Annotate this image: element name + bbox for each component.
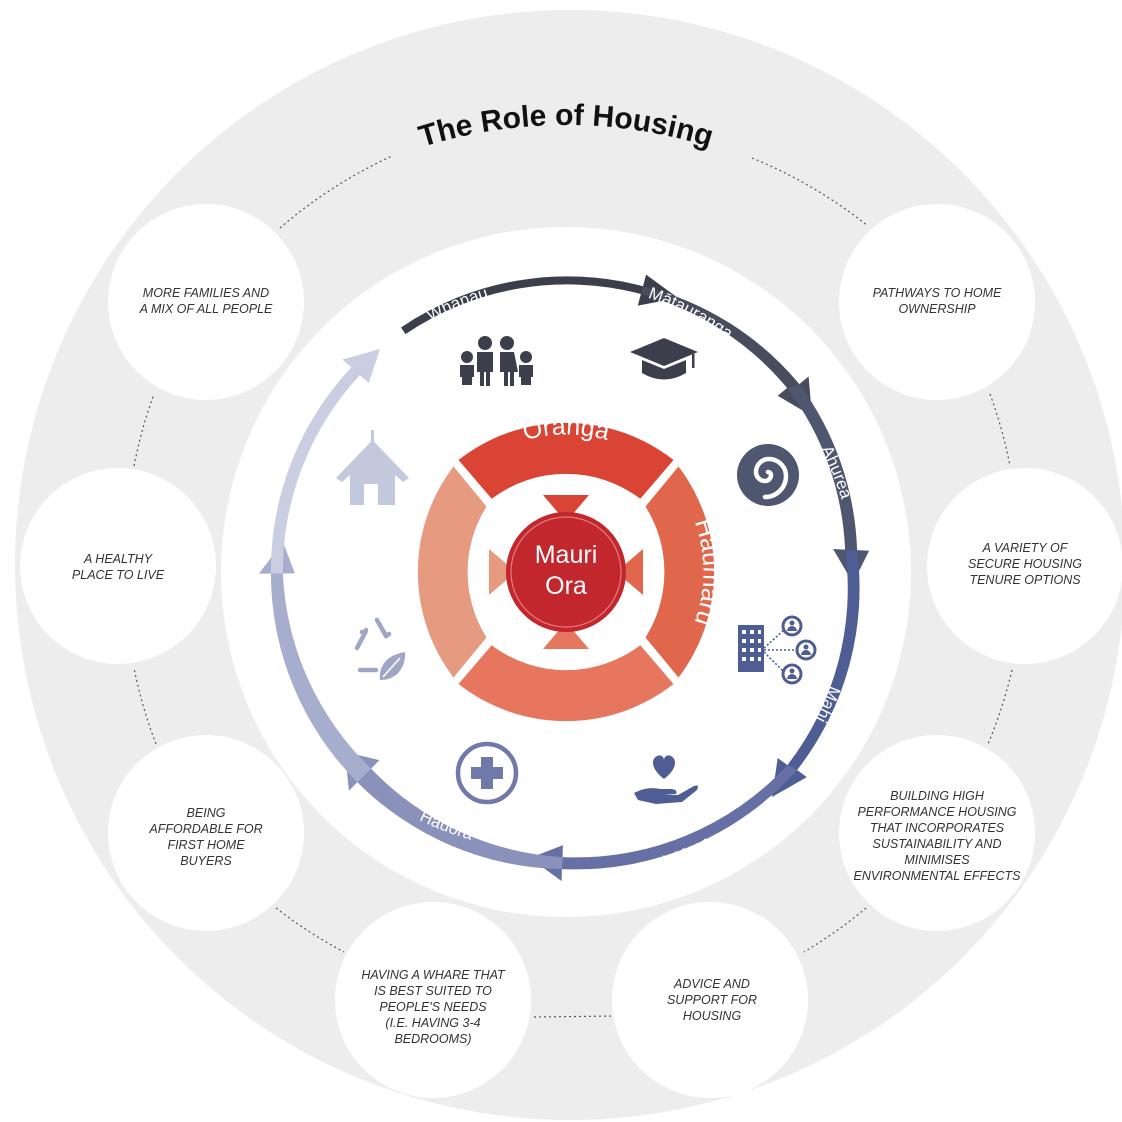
connector-2 (751, 157, 869, 227)
core-inner-ring (510, 516, 622, 628)
arc-segment-ahurea (787, 384, 870, 583)
middle-label-kiritau: Kiritau (395, 533, 427, 612)
outcome-circles (20, 204, 1122, 1098)
arc-segment-tautiaki (530, 765, 798, 882)
middle-ring (417, 422, 715, 722)
arc-segment-whare (270, 349, 380, 574)
outcome-circle-6 (335, 902, 531, 1098)
core-circle (506, 512, 626, 632)
graduation-cap-icon (630, 338, 698, 380)
dotted-connectors (133, 155, 1013, 1018)
core-label-mauri: Mauri (535, 541, 598, 569)
wedge-oranga (543, 495, 589, 522)
recycle-leaf-icon (354, 617, 406, 680)
connector-8 (133, 667, 157, 745)
connector-1 (279, 155, 393, 229)
arc-segment-whanau (401, 274, 678, 335)
whare-house-icon (336, 430, 409, 505)
family-icon (460, 336, 533, 386)
wedge-whanau (543, 622, 589, 649)
wedge-kiritau (489, 549, 516, 595)
connector-6 (533, 1015, 615, 1018)
middle-segment-whanau (458, 645, 674, 722)
outer-cycle-ring (258, 274, 870, 882)
arc-segment-taiao (258, 542, 372, 783)
network-building-icon (738, 615, 817, 685)
outcome-circle-7 (108, 735, 304, 931)
middle-segment-haumaru (645, 466, 715, 678)
outcome-circle-3 (927, 468, 1122, 664)
medical-cross-icon (455, 741, 519, 805)
outcome-circle-5 (612, 902, 808, 1098)
outcome-circle-2 (839, 204, 1035, 400)
connector-4 (987, 669, 1013, 745)
outcome-circle-1 (108, 204, 304, 400)
wedge-haumaru (616, 549, 643, 595)
middle-segment-kiritau (417, 466, 487, 678)
arc-segment-matauranga (640, 286, 812, 416)
arc-segment-hauora (345, 752, 563, 870)
outcome-circle-8 (20, 468, 216, 664)
outcome-circle-4 (839, 735, 1035, 931)
spiral-icon (737, 444, 799, 506)
core-label-ora: Ora (545, 572, 587, 600)
heart-hand-icon (634, 755, 698, 804)
middle-segment-oranga (458, 422, 674, 499)
connector-7 (275, 907, 345, 953)
